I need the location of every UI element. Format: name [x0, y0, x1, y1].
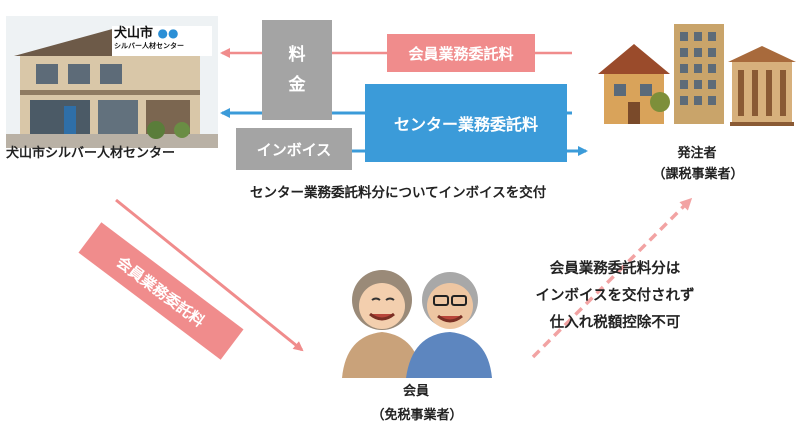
note-line3: 仕入れ税額控除不可 — [549, 315, 681, 331]
client-label-line2: （課税事業者） — [652, 167, 744, 182]
member-fee-box: 会員業務委託料 — [387, 34, 535, 72]
member-label-line2: （免税事業者） — [371, 408, 463, 423]
center-fee-box: センター業務委託料 — [365, 84, 567, 162]
client-label-line1: 発注者 — [677, 146, 717, 161]
center-logo: 犬山市 ●● シルバー人材センター — [112, 26, 212, 56]
invoice-box: インボイス — [236, 128, 352, 170]
buildings-illustration — [598, 24, 796, 126]
elderly-couple-illustration — [342, 270, 492, 378]
logo-text-top: 犬山市 — [114, 26, 154, 41]
no-deduction-note: 会員業務委託料分は インボイスを交付されず 仕入れ税額控除不可 — [520, 256, 710, 337]
invoice-note: センター業務委託料分についてインボイスを交付 — [250, 185, 547, 201]
logo-text-bottom: シルバー人材センター — [114, 42, 184, 50]
fee-label-line2: 金 — [288, 75, 306, 95]
member-label-line1: 会員 — [402, 384, 429, 399]
note-line2: インボイスを交付されず — [535, 288, 695, 304]
no-invoice-dashed-arrow — [531, 197, 693, 359]
member-fee-arrow-to-member — [115, 198, 304, 352]
center-label: 犬山市シルバー人材センター — [6, 146, 176, 161]
office-building-illustration — [6, 16, 218, 148]
fee-label-line1: 料 — [288, 45, 306, 65]
note-line1: 会員業務委託料分は — [549, 261, 681, 277]
fee-box: 料 金 — [262, 20, 332, 120]
people-icon: ●● — [157, 26, 179, 40]
